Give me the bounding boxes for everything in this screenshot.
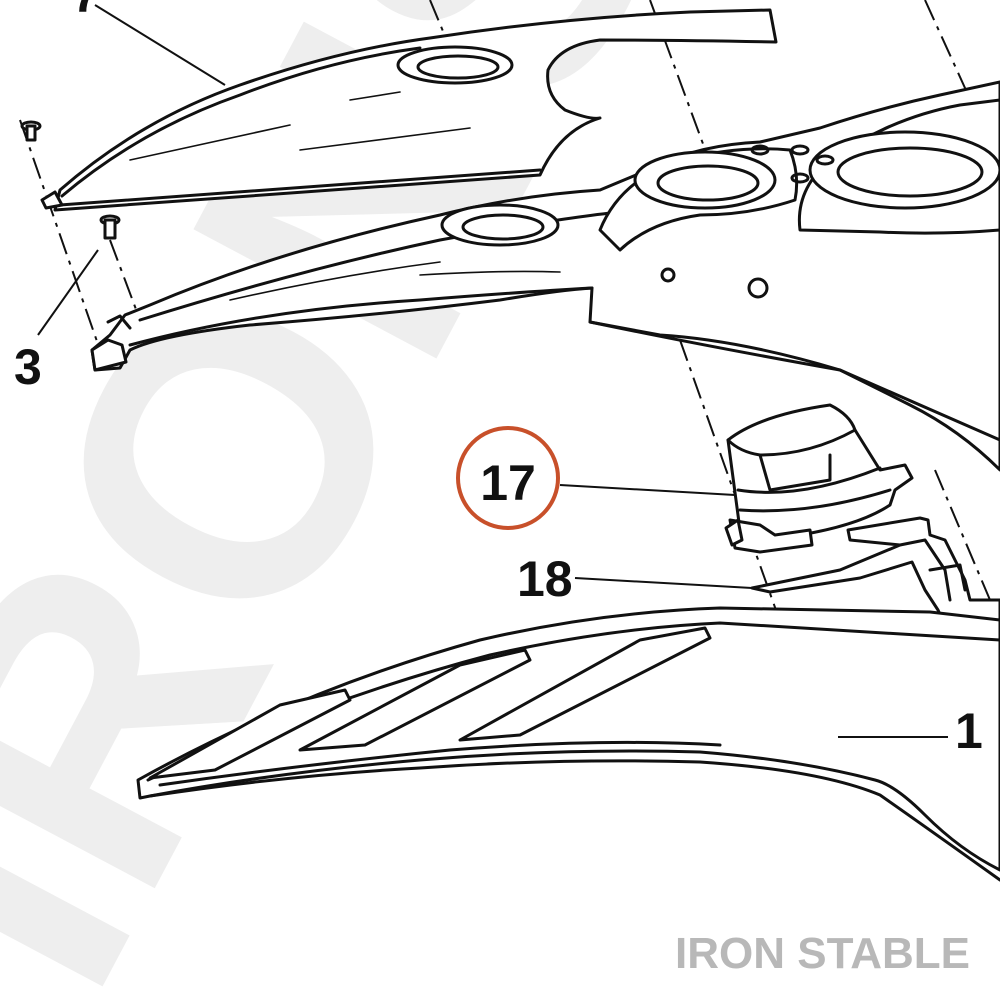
leader-17: [559, 484, 736, 496]
upper-cover-contour-2: [299, 127, 471, 151]
part-label-18: 18: [517, 551, 573, 607]
indicator-hole-4: [750, 144, 770, 156]
housing-body: [726, 403, 914, 539]
gauge-bezel-right-inner: [836, 146, 984, 198]
gauge-bezel-left-inner: [656, 164, 760, 202]
indicator-hole-2: [815, 154, 835, 166]
screw-upper-left-shank: [25, 124, 37, 142]
fairing-left-tab-detail: [106, 314, 132, 330]
lower-tray-inner-rim: [158, 740, 722, 787]
screw-part-3: [99, 214, 121, 240]
fairing-bolt-hole-2: [747, 277, 769, 299]
upper-cover-contour-3: [349, 91, 401, 101]
fairing-bolt-hole-1: [660, 267, 676, 283]
tray-slat-1: [148, 688, 352, 780]
fairing-contour-1: [229, 261, 441, 301]
indicator-hole-3: [790, 172, 810, 184]
fairing-left-tab: [90, 338, 128, 372]
upper-cover-lower-edge: [58, 168, 542, 207]
main-fairing-body: [90, 80, 1000, 472]
part-label-3: 3: [14, 339, 42, 395]
leader-7: [94, 4, 226, 86]
upper-cover-outline: [53, 8, 778, 212]
part-number-labels: 7 3 17 18 1: [14, 0, 983, 759]
housing-mid-band: [736, 466, 882, 494]
tray-slat-3: [458, 626, 712, 742]
leader-18: [574, 577, 753, 589]
bracket-tab: [928, 563, 967, 592]
lower-tray-front-edge: [148, 759, 1000, 882]
lower-tray-outline: [136, 606, 1000, 872]
housing-front-face: [758, 453, 832, 492]
housing-mount-foot: [728, 518, 814, 554]
bracket-outline: [750, 516, 1000, 637]
upper-cover-part-7: [40, 8, 778, 212]
axis-far-right-lower: [934, 469, 991, 601]
leader-3: [37, 249, 99, 336]
upper-cover-mount-tab: [40, 190, 64, 210]
upper-cover-inner-edge: [60, 46, 422, 198]
housing-lower-band: [738, 488, 892, 513]
housing-clip: [724, 518, 744, 547]
brand-logo-text: IRON STABLE: [675, 929, 970, 978]
fairing-lower-flange: [588, 320, 1000, 442]
fairing-lower-lip: [128, 286, 594, 347]
indicator-hole-1: [790, 144, 810, 156]
tray-slat-2: [298, 648, 532, 752]
part-label-7: 7: [72, 0, 100, 23]
highlight-circle-part-17: [456, 426, 560, 530]
fairing-contour-2: [419, 270, 561, 276]
fairing-edge-line: [138, 210, 622, 322]
upper-cover-hole-inner: [416, 54, 500, 80]
fairing-hole-left-inner: [461, 213, 545, 241]
bracket-part-18: [750, 516, 1000, 637]
axis-screw-3-left: [19, 119, 101, 351]
housing-part-17: [724, 403, 914, 554]
axis-screw-3-right: [109, 239, 141, 321]
part-label-17: 17: [480, 455, 536, 511]
leader-lines: [37, 4, 948, 738]
part-label-1: 1: [955, 703, 983, 759]
upper-cover-contour-1: [129, 124, 291, 161]
lower-tray: [136, 606, 1000, 882]
housing-top-rim: [726, 428, 857, 457]
screw-upper-left: [20, 120, 42, 142]
screw-part-3-shank: [103, 218, 117, 240]
bracket-fold-line: [898, 538, 952, 602]
